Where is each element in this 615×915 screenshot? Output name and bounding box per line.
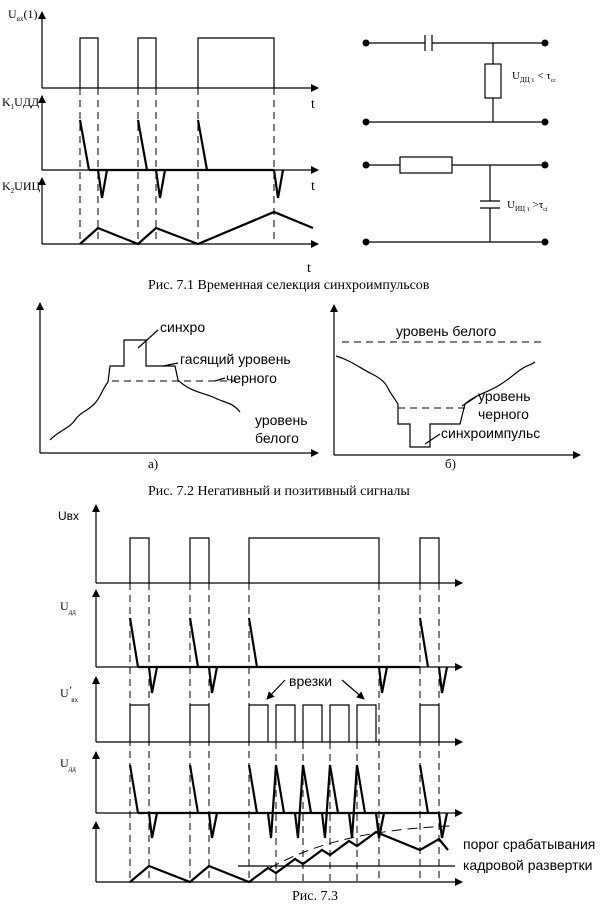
leader-line bbox=[461, 396, 477, 407]
fig71-input-pulses bbox=[79, 37, 275, 88]
fig73-threshold-curve bbox=[269, 825, 451, 869]
fig71-t2: t bbox=[311, 179, 315, 194]
fig72a: синхро гасящий уровень черного уровень б… bbox=[36, 302, 319, 471]
fig73-threshold-label-2: кадровой развертки bbox=[463, 857, 592, 873]
fig73-label-udd2: Uдд bbox=[60, 756, 76, 773]
fig73: Uвх Uдд врезки U′вх Uдд порог срабатыван… bbox=[58, 504, 595, 886]
fig73-caption: Рис. 7.3 bbox=[292, 889, 338, 904]
fig72a-label: а) bbox=[148, 456, 158, 471]
resistor-horizontal bbox=[399, 156, 453, 174]
fig72b: уровень белого уровень черного синхроимп… bbox=[330, 304, 581, 471]
fig73-diff-output-1 bbox=[128, 617, 449, 694]
fig71-circuit-bot-label: UИЦ τ>τсi bbox=[507, 199, 548, 213]
fig72a-black-label: черного bbox=[226, 370, 277, 386]
fig73-label-uvx2: U′вх bbox=[60, 683, 79, 704]
fig73-vrezki-label: врезки bbox=[289, 673, 332, 689]
fig71-dashed-guides bbox=[79, 88, 275, 244]
fig73-diff-output-2 bbox=[128, 764, 449, 839]
fig72b-sync-label: синхроимпульс bbox=[441, 425, 540, 441]
fig71-label-k2: K2UИЦ bbox=[2, 179, 41, 195]
fig73-integ-output bbox=[129, 830, 449, 884]
leader-line bbox=[424, 433, 441, 445]
fig72a-sync-label: синхро bbox=[160, 319, 205, 335]
fig72a-white-label-2: белого bbox=[255, 430, 299, 446]
fig73-label-uvx: Uвх bbox=[58, 509, 79, 523]
fig72-caption: Рис. 7.2 Негативный и позитивный сигналы bbox=[148, 484, 410, 499]
fig73-threshold-label-1: порог срабатывания bbox=[463, 836, 595, 852]
fig72b-white-label: уровень белого bbox=[396, 323, 496, 339]
fig73-dashed-guides bbox=[129, 583, 440, 882]
fig71-integ-output bbox=[79, 210, 314, 246]
fig71-caption: Рис. 7.1 Временная селекция синхроимпуль… bbox=[148, 278, 430, 293]
fig72b-label: б) bbox=[445, 456, 456, 471]
terminal-dot bbox=[362, 238, 370, 246]
fig72a-white-label-1: уровень bbox=[255, 412, 308, 428]
terminal-dot bbox=[541, 238, 549, 246]
fig72b-level-label-2: черного bbox=[478, 406, 529, 422]
terminal-dot bbox=[362, 118, 370, 126]
fig72a-blank-label: гасящий уровень bbox=[180, 351, 291, 367]
fig73-label-udd1: Uдд bbox=[60, 599, 76, 616]
fig71-diff-output bbox=[78, 119, 285, 199]
leader-line bbox=[137, 329, 159, 349]
leader-line bbox=[214, 377, 226, 382]
fig71-t1: t bbox=[311, 97, 315, 112]
terminal-dot bbox=[541, 118, 549, 126]
terminal-dot bbox=[362, 161, 370, 169]
fig73-input-pulses bbox=[129, 537, 440, 583]
fig71-circuits: UДЦ τ< τсс UИЦ τ>τсi bbox=[362, 35, 556, 246]
vrezki-arrow-right bbox=[341, 679, 365, 700]
fig71-label-uvx1: Uвх(1) bbox=[8, 7, 37, 23]
fig73-input-with-serrations bbox=[129, 704, 440, 742]
leader-line bbox=[162, 362, 179, 367]
resistor-vertical bbox=[484, 63, 502, 99]
terminal-dot bbox=[541, 161, 549, 169]
fig71-circuit-top-label: UДЦ τ< τсс bbox=[512, 70, 556, 84]
fig72a-signal bbox=[49, 339, 241, 441]
fig71-label-k1: K1UДД bbox=[2, 95, 39, 111]
vrezki-arrow-left bbox=[266, 679, 286, 700]
fig72b-level-label-1: уровень bbox=[478, 388, 531, 404]
terminal-dot bbox=[362, 39, 370, 47]
fig71-timing: Uвх(1) t K1UДД t K2UИЦ t bbox=[2, 7, 319, 276]
terminal-dot bbox=[541, 39, 549, 47]
fig71-t3: t bbox=[307, 261, 311, 276]
